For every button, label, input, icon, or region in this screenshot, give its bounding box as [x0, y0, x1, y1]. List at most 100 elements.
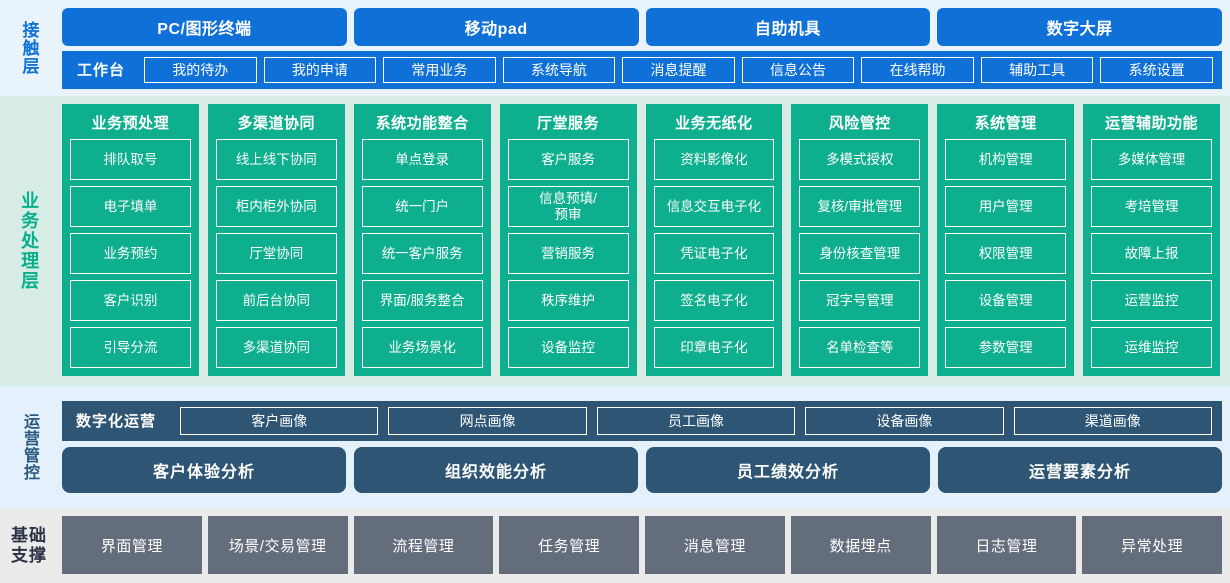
contact-layer-label: 接触层	[0, 0, 58, 96]
channel-button-mobile-pad[interactable]: 移动pad	[353, 7, 639, 46]
analysis-row: 客户体验分析 组织效能分析 员工绩效分析 运营要素分析	[62, 446, 1222, 493]
business-item[interactable]: 前后台协同	[215, 280, 337, 321]
foundation-item-task-management[interactable]: 任务管理	[499, 516, 639, 574]
business-column-multichannel: 多渠道协同 线上线下协同 柜内柜外协同 厅堂协同 前后台协同 多渠道协同	[207, 104, 345, 376]
business-item[interactable]: 厅堂协同	[215, 233, 337, 274]
business-item[interactable]: 印章电子化	[653, 327, 775, 368]
operations-layer-label: 运营管控	[0, 386, 58, 508]
workbench-row: 工作台 我的待办 我的申请 常用业务 系统导航 消息提醒 信息公告 在线帮助 辅…	[62, 50, 1222, 89]
foundation-layer-body: 界面管理 场景/交易管理 流程管理 任务管理 消息管理 数据埋点 日志管理 异常…	[58, 508, 1230, 583]
business-item[interactable]: 设备监控	[507, 327, 629, 368]
analysis-button-operation-elements[interactable]: 运营要素分析	[938, 446, 1222, 493]
contact-layer: 接触层 PC/图形终端 移动pad 自助机具 数字大屏 工作台 我的待办 我的申…	[0, 0, 1230, 96]
business-item[interactable]: 用户管理	[945, 186, 1067, 227]
portrait-item-employee[interactable]: 员工画像	[596, 406, 796, 435]
operations-layer: 运营管控 数字化运营 客户画像 网点画像 员工画像 设备画像 渠道画像 客户体验…	[0, 386, 1230, 508]
channel-row: PC/图形终端 移动pad 自助机具 数字大屏	[62, 7, 1222, 46]
business-item[interactable]: 签名电子化	[653, 280, 775, 321]
business-item[interactable]: 多渠道协同	[215, 327, 337, 368]
business-item[interactable]: 机构管理	[945, 139, 1067, 180]
workbench-item-online-help[interactable]: 在线帮助	[861, 56, 974, 83]
foundation-item-scenario-transaction-management[interactable]: 场景/交易管理	[207, 516, 348, 574]
business-item[interactable]: 冠字号管理	[799, 280, 921, 321]
business-item[interactable]: 复核/审批管理	[799, 186, 921, 227]
business-item[interactable]: 名单检查等	[799, 327, 921, 368]
channel-button-digital-screen[interactable]: 数字大屏	[937, 7, 1222, 46]
channel-button-pc[interactable]: PC/图形终端	[62, 7, 347, 46]
foundation-item-exception-handling[interactable]: 异常处理	[1082, 516, 1222, 574]
business-item[interactable]: 设备管理	[945, 280, 1067, 321]
business-layer-body: 业务预处理 排队取号 电子填单 业务预约 客户识别 引导分流 多渠道协同 线上线…	[58, 96, 1230, 386]
business-layer-label: 业务处理层	[0, 96, 58, 386]
foundation-item-process-management[interactable]: 流程管理	[353, 516, 494, 574]
business-item[interactable]: 运维监控	[1091, 327, 1212, 368]
business-item[interactable]: 多模式授权	[799, 139, 921, 180]
foundation-row: 界面管理 场景/交易管理 流程管理 任务管理 消息管理 数据埋点 日志管理 异常…	[62, 516, 1222, 574]
business-column-pre-processing: 业务预处理 排队取号 电子填单 业务预约 客户识别 引导分流	[62, 104, 199, 376]
business-column-title: 系统功能整合	[375, 114, 469, 132]
business-item[interactable]: 线上线下协同	[215, 139, 337, 180]
channel-button-self-service[interactable]: 自助机具	[645, 7, 931, 46]
portrait-item-customer[interactable]: 客户画像	[180, 406, 379, 435]
business-item[interactable]: 统一客户服务	[361, 233, 483, 274]
business-column-title: 系统管理	[974, 114, 1037, 132]
business-item[interactable]: 资料影像化	[653, 139, 775, 180]
portrait-item-branch[interactable]: 网点画像	[388, 406, 587, 435]
foundation-item-log-management[interactable]: 日志管理	[936, 516, 1077, 574]
business-item[interactable]: 统一门户	[361, 186, 483, 227]
business-column-title: 业务无纸化	[675, 114, 753, 132]
workbench-item-my-todo[interactable]: 我的待办	[144, 56, 257, 83]
business-item[interactable]: 信息交互电子化	[653, 186, 775, 227]
workbench-item-auxiliary-tools[interactable]: 辅助工具	[980, 56, 1094, 83]
business-item[interactable]: 多媒体管理	[1091, 139, 1212, 180]
business-item[interactable]: 营销服务	[507, 233, 629, 274]
portrait-item-device[interactable]: 设备画像	[805, 406, 1004, 435]
business-item[interactable]: 故障上报	[1091, 233, 1212, 274]
business-item[interactable]: 身份核查管理	[799, 233, 921, 274]
digital-operations-row: 数字化运营 客户画像 网点画像 员工画像 设备画像 渠道画像	[62, 400, 1222, 441]
business-item[interactable]: 权限管理	[945, 233, 1067, 274]
foundation-layer-label: 基础 支撑	[0, 508, 58, 583]
business-column-title: 业务预处理	[91, 114, 170, 132]
business-column-system-management: 系统管理 机构管理 用户管理 权限管理 设备管理 参数管理	[937, 104, 1075, 376]
analysis-button-employee-performance[interactable]: 员工绩效分析	[646, 446, 930, 493]
business-column-title: 厅堂服务	[537, 114, 600, 132]
business-item[interactable]: 客户识别	[70, 280, 191, 321]
business-item[interactable]: 考培管理	[1091, 186, 1212, 227]
business-item[interactable]: 柜内柜外协同	[215, 186, 337, 227]
business-item[interactable]: 排队取号	[70, 139, 191, 180]
business-column-title: 多渠道协同	[237, 114, 316, 132]
business-item[interactable]: 业务预约	[70, 233, 191, 274]
workbench-item-my-application[interactable]: 我的申请	[263, 56, 377, 83]
business-item[interactable]: 客户服务	[507, 139, 629, 180]
business-item[interactable]: 界面/服务整合	[361, 280, 483, 321]
workbench-item-system-settings[interactable]: 系统设置	[1100, 56, 1213, 83]
workbench-item-message-reminder[interactable]: 消息提醒	[622, 56, 735, 83]
workbench-item-system-navigation[interactable]: 系统导航	[502, 56, 616, 83]
business-item[interactable]: 信息预填/ 预审	[507, 186, 629, 227]
workbench-item-information-notice[interactable]: 信息公告	[741, 56, 855, 83]
business-item[interactable]: 参数管理	[945, 327, 1067, 368]
foundation-item-message-management[interactable]: 消息管理	[645, 516, 785, 574]
portrait-item-channel[interactable]: 渠道画像	[1013, 406, 1212, 435]
foundation-item-data-tracking[interactable]: 数据埋点	[790, 516, 931, 574]
business-column-title: 风险管控	[828, 114, 891, 132]
business-layer: 业务处理层 业务预处理 排队取号 电子填单 业务预约 客户识别 引导分流 多渠道…	[0, 96, 1230, 386]
foundation-item-ui-management[interactable]: 界面管理	[62, 516, 202, 574]
workbench-item-common-business[interactable]: 常用业务	[383, 56, 496, 83]
analysis-button-customer-experience[interactable]: 客户体验分析	[62, 446, 346, 493]
workbench-title: 工作台	[77, 62, 126, 79]
business-item[interactable]: 业务场景化	[361, 327, 483, 368]
business-item[interactable]: 运营监控	[1091, 280, 1212, 321]
operations-layer-body: 数字化运营 客户画像 网点画像 员工画像 设备画像 渠道画像 客户体验分析 组织…	[58, 386, 1230, 508]
business-item[interactable]: 单点登录	[361, 139, 483, 180]
business-column-risk-control: 风险管控 多模式授权 复核/审批管理 身份核查管理 冠字号管理 名单检查等	[791, 104, 929, 376]
business-item[interactable]: 秩序维护	[507, 280, 629, 321]
business-item[interactable]: 凭证电子化	[653, 233, 775, 274]
business-item[interactable]: 引导分流	[70, 327, 191, 368]
business-column-system-integration: 系统功能整合 单点登录 统一门户 统一客户服务 界面/服务整合 业务场景化	[353, 104, 491, 376]
analysis-button-organization-efficiency[interactable]: 组织效能分析	[354, 446, 638, 493]
business-columns: 业务预处理 排队取号 电子填单 业务预约 客户识别 引导分流 多渠道协同 线上线…	[62, 104, 1220, 376]
business-item[interactable]: 电子填单	[70, 186, 191, 227]
